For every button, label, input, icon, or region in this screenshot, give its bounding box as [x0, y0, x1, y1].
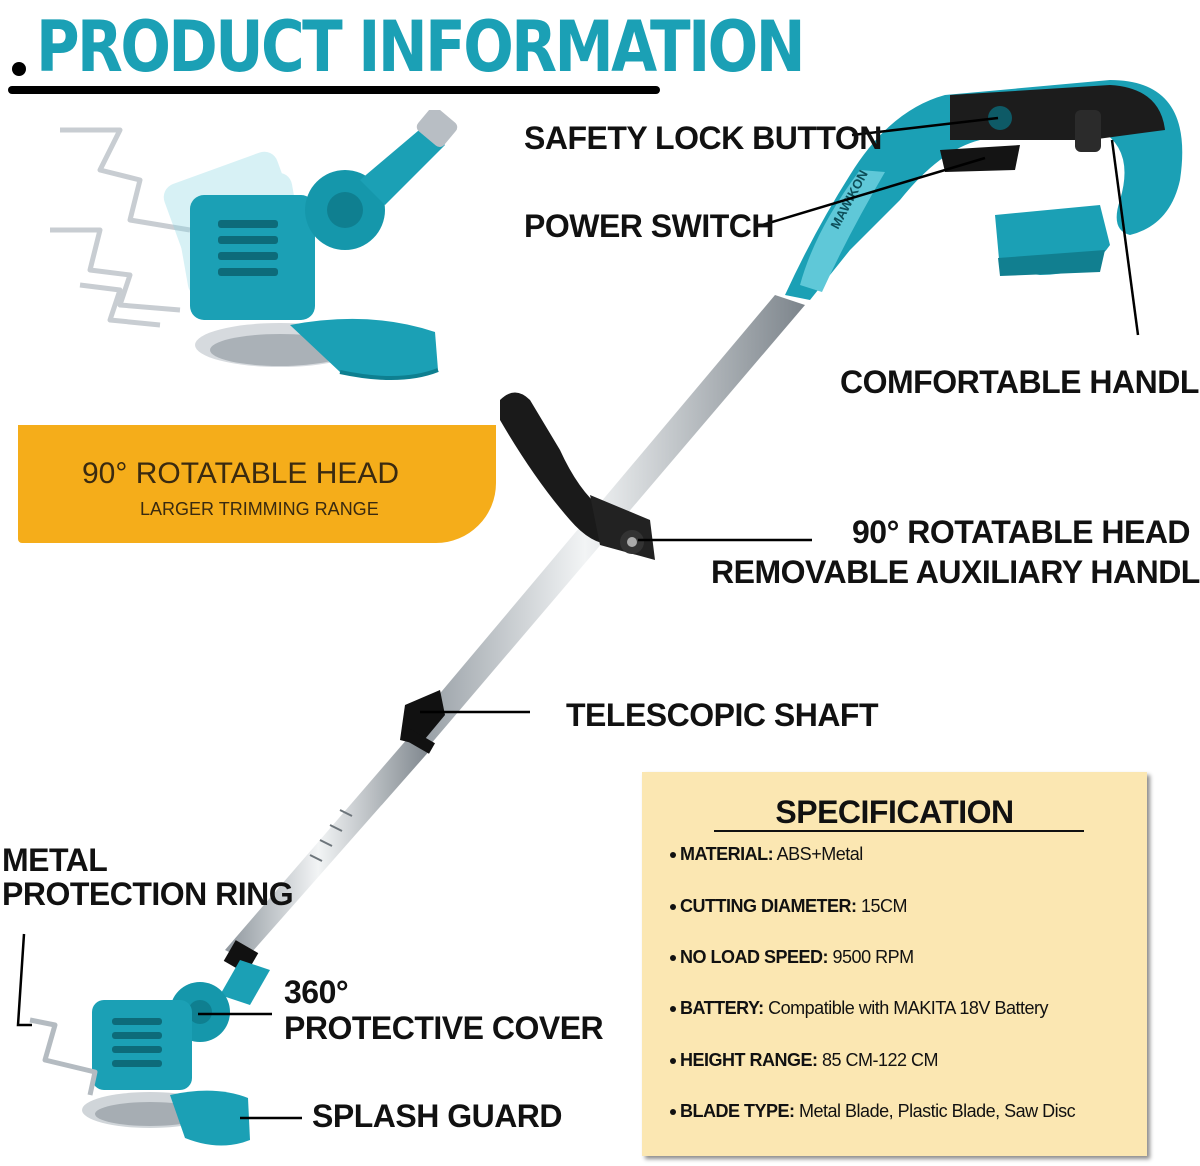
spec-value: Metal Blade, Plastic Blade, Saw Disc: [799, 1101, 1076, 1121]
rotatable-head-banner: 90° ROTATABLE HEAD LARGER TRIMMING RANGE: [18, 425, 496, 543]
spec-row-cutting-diameter: CUTTING DIAMETER: 15CM: [670, 896, 908, 917]
spec-value: 15CM: [861, 896, 908, 916]
spec-value: Compatible with MAKITA 18V Battery: [768, 998, 1048, 1018]
spec-label: MATERIAL:: [680, 844, 774, 864]
rotating-head-illustration: [50, 110, 458, 381]
title-underline: [8, 86, 660, 94]
spec-value: ABS+Metal: [776, 844, 864, 864]
spec-row-blade-type: BLADE TYPE: Metal Blade, Plastic Blade, …: [670, 1101, 1076, 1122]
label-power-switch: POWER SWITCH: [524, 208, 774, 244]
label-metal-ring-line1: METAL: [2, 842, 108, 878]
label-telescopic-shaft: TELESCOPIC SHAFT: [566, 697, 879, 733]
label-metal-ring-line2: PROTECTION RING: [2, 876, 294, 912]
bullet-icon: [670, 1006, 676, 1013]
label-cover-line1: 360°: [284, 974, 349, 1010]
bullet-icon: [670, 1109, 676, 1116]
label-splash-guard: SPLASH GUARD: [312, 1098, 563, 1134]
label-cover-line2: PROTECTIVE COVER: [284, 1010, 604, 1046]
spec-row-no-load-speed: NO LOAD SPEED: 9500 RPM: [670, 947, 914, 968]
label-rotatable-head: 90° ROTATABLE HEAD: [852, 514, 1191, 550]
bullet-icon: [670, 955, 676, 962]
spec-title: SPECIFICATION: [775, 794, 1014, 830]
spec-row-battery: BATTERY: Compatible with MAKITA 18V Batt…: [670, 998, 1048, 1019]
title-dot: [12, 62, 26, 76]
bullet-icon: [670, 852, 676, 859]
label-auxiliary-handle: REMOVABLE AUXILIARY HANDLE: [711, 554, 1200, 590]
spec-value: 9500 RPM: [832, 947, 915, 967]
spec-row-material: MATERIAL: ABS+Metal: [670, 844, 863, 865]
spec-title-rule: [714, 830, 1084, 832]
spec-label: NO LOAD SPEED:: [680, 947, 829, 967]
spec-row-height-range: HEIGHT RANGE: 85 CM-122 CM: [670, 1050, 939, 1071]
page-title: PRODUCT INFORMATION: [36, 6, 806, 88]
spec-label: CUTTING DIAMETER:: [680, 896, 857, 916]
bullet-icon: [670, 1058, 676, 1065]
spec-value: 85 CM-122 CM: [822, 1050, 939, 1070]
label-comfortable-handle: COMFORTABLE HANDLE: [840, 364, 1200, 400]
spec-label: BATTERY:: [680, 998, 764, 1018]
spec-label: BLADE TYPE:: [680, 1101, 795, 1121]
bullet-icon: [670, 904, 676, 911]
label-safety-lock-button: SAFETY LOCK BUTTON: [524, 120, 882, 156]
specification-card: SPECIFICATION MATERIAL: ABS+Metal CUTTIN…: [642, 772, 1147, 1156]
banner-heading: 90° ROTATABLE HEAD: [82, 457, 400, 490]
spec-label: HEIGHT RANGE:: [680, 1050, 818, 1070]
banner-subheading: LARGER TRIMMING RANGE: [140, 499, 379, 519]
